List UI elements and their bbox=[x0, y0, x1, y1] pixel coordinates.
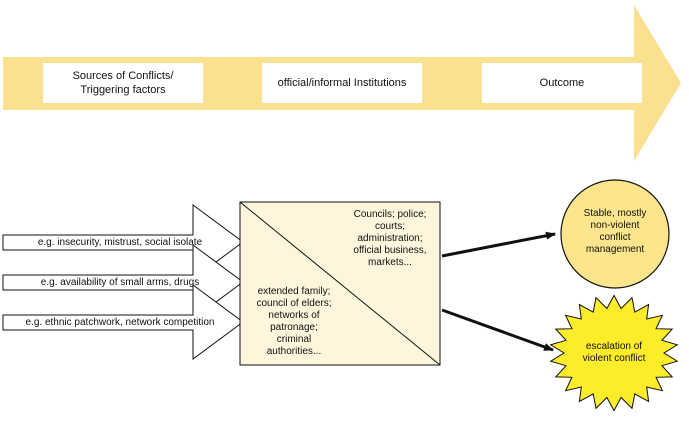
informal-institutions-text: extended family; council of elders; netw… bbox=[256, 286, 332, 357]
factor-arrow-2 bbox=[2, 244, 244, 320]
institutions-divider bbox=[239, 201, 441, 366]
factor-label-2: e.g. availability of small arms, drugs bbox=[40, 277, 200, 288]
escalation-starburst bbox=[549, 294, 679, 412]
arrow-to-escalation bbox=[441, 308, 554, 352]
stage-outcome-box: Outcome bbox=[482, 63, 642, 103]
stage-sources-box: Sources of Conflicts/ Triggering factors bbox=[43, 63, 203, 103]
factor-arrow-3 bbox=[2, 284, 244, 360]
stage-institutions-box: official/informal Institutions bbox=[262, 63, 422, 103]
factor-label-3: e.g. ethnic patchwork, network competiti… bbox=[25, 317, 215, 328]
factor-arrows bbox=[2, 204, 244, 360]
stable-outcome-label: Stable, mostly non-violent conflict mana… bbox=[583, 208, 647, 255]
stable-outcome-circle bbox=[560, 179, 670, 289]
factor-label-1: e.g. insecurity, mistrust, social isolat… bbox=[37, 237, 203, 248]
official-institutions-text: Councils; police; courts; administration… bbox=[353, 209, 427, 268]
arrow-to-stable bbox=[441, 231, 556, 258]
escalation-outcome-label: escalation of violent conflict bbox=[582, 341, 646, 364]
factor-arrow-1 bbox=[2, 204, 244, 280]
